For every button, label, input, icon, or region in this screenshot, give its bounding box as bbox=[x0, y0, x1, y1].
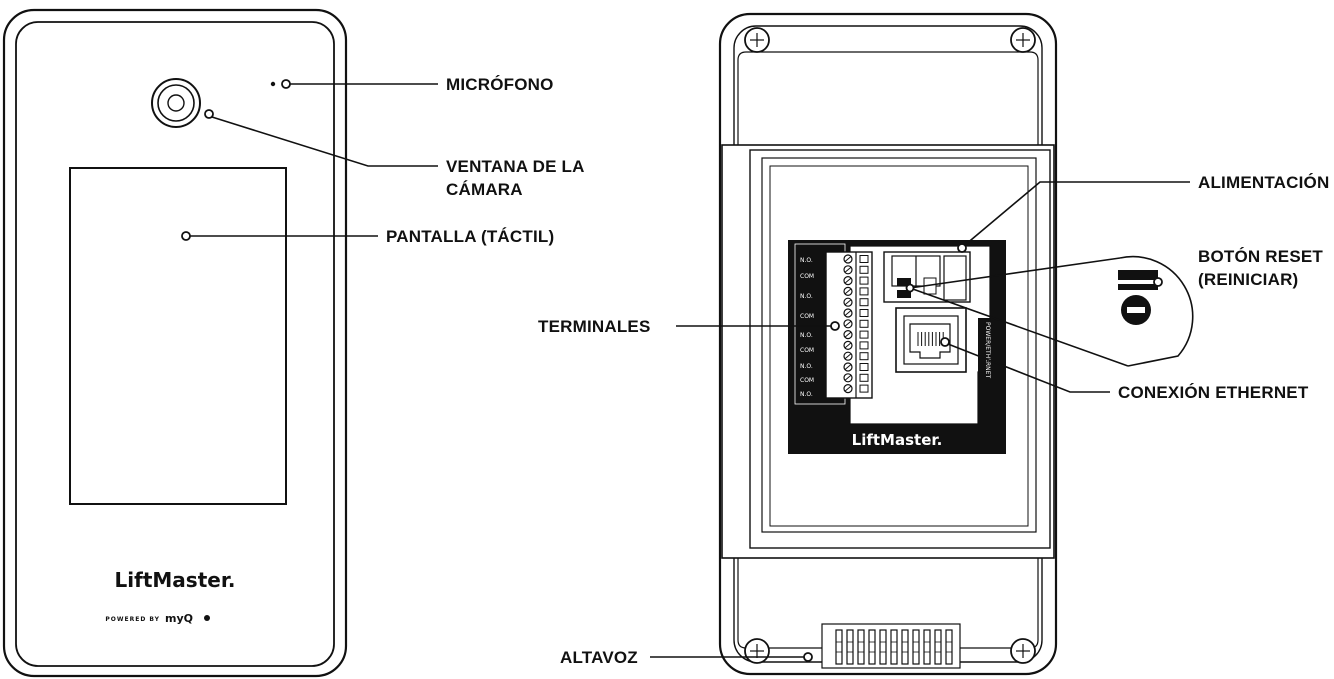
myq-logo-icon bbox=[204, 615, 210, 621]
terminal-labels: N.O. COM N.O. COM N.O. COM N.O. COM N.O. bbox=[800, 257, 814, 398]
screw-icon bbox=[1010, 638, 1036, 664]
callout-microphone: MICRÓFONO bbox=[281, 75, 554, 94]
svg-text:N.O.: N.O. bbox=[800, 293, 813, 300]
svg-text:N.O.: N.O. bbox=[800, 391, 813, 398]
side-label: POWER/ETHERNET bbox=[984, 322, 991, 378]
back-panel: LiftMaster. N.O. COM N.O. COM N.O. COM N… bbox=[718, 12, 1058, 676]
svg-text:COM: COM bbox=[800, 273, 814, 280]
svg-text:ALIMENTACIÓN: ALIMENTACIÓN bbox=[1198, 173, 1329, 192]
speaker-grille-icon bbox=[821, 623, 961, 669]
front-tagline-prefix: POWERED BY bbox=[105, 616, 160, 623]
callout-ethernet: CONEXIÓN ETHERNET bbox=[940, 337, 1309, 402]
front-tagline-brand: myQ bbox=[165, 612, 193, 625]
svg-text:(REINICIAR): (REINICIAR) bbox=[1198, 270, 1298, 289]
screw-icon bbox=[744, 638, 770, 664]
touch-screen bbox=[69, 167, 287, 505]
callout-camera-window: VENTANA DE LA CÁMARA bbox=[204, 109, 585, 199]
camera-lens-icon bbox=[151, 78, 201, 128]
front-brand-logo: LiftMaster. bbox=[115, 568, 236, 592]
svg-text:MICRÓFONO: MICRÓFONO bbox=[446, 75, 554, 94]
svg-text:TERMINALES: TERMINALES bbox=[538, 317, 651, 336]
screw-icon bbox=[1010, 27, 1036, 53]
svg-text:BOTÓN RESET: BOTÓN RESET bbox=[1198, 247, 1323, 266]
svg-text:N.O.: N.O. bbox=[800, 363, 813, 370]
svg-text:N.O.: N.O. bbox=[800, 257, 813, 264]
svg-text:N.O.: N.O. bbox=[800, 332, 813, 339]
svg-text:ALTAVOZ: ALTAVOZ bbox=[560, 648, 638, 667]
front-panel: LiftMaster. POWERED BY myQ bbox=[2, 8, 348, 678]
ethernet-port bbox=[895, 307, 967, 373]
screw-icon bbox=[744, 27, 770, 53]
svg-text:COM: COM bbox=[800, 313, 814, 320]
svg-text:CÁMARA: CÁMARA bbox=[446, 180, 523, 199]
svg-text:COM: COM bbox=[800, 347, 814, 354]
callout-power: ALIMENTACIÓN bbox=[957, 173, 1329, 253]
power-connector bbox=[883, 251, 971, 303]
svg-text:VENTANA DE LA: VENTANA DE LA bbox=[446, 157, 585, 176]
callout-reset: BOTÓN RESET (REINICIAR) bbox=[1153, 247, 1323, 289]
reset-button-zoom bbox=[905, 255, 1194, 367]
svg-text:CONEXIÓN ETHERNET: CONEXIÓN ETHERNET bbox=[1118, 383, 1309, 402]
callout-speaker: ALTAVOZ bbox=[560, 648, 813, 667]
microphone-hole-icon bbox=[270, 81, 276, 87]
callout-terminals: TERMINALES bbox=[538, 317, 840, 336]
svg-text:COM: COM bbox=[800, 377, 814, 384]
callout-screen: PANTALLA (TÁCTIL) bbox=[181, 227, 554, 246]
back-brand-logo: LiftMaster. bbox=[852, 431, 943, 449]
svg-text:PANTALLA (TÁCTIL): PANTALLA (TÁCTIL) bbox=[386, 227, 554, 246]
